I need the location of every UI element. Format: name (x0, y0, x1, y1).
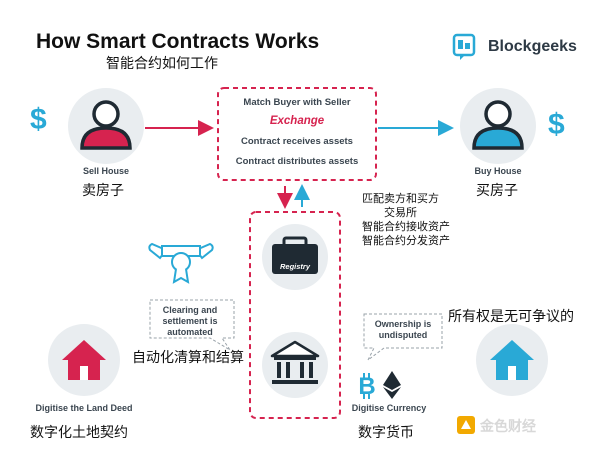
contract-notes-cn: 匹配卖方和买方 交易所 智能合约接收资产 智能合约分发资产 (362, 192, 450, 248)
contract-note-cn-3: 智能合约接收资产 (362, 220, 450, 233)
land-deed-label-cn: 数字化土地契约 (30, 425, 128, 441)
registry-label: Registry (279, 262, 310, 271)
ownership-bubble-text: Ownership is undisputed (364, 319, 442, 341)
clearing-bubble-text: Clearing and settlement is automated (148, 305, 232, 338)
seller-label-cn: 卖房子 (82, 183, 124, 199)
contract-note-cn-2: 交易所 (384, 206, 417, 219)
land-deed-label: Digitise the Land Deed (35, 403, 133, 413)
land-deed-house-icon (48, 324, 120, 396)
watermark-text: 金色财经 (480, 419, 536, 435)
clearing-speech-bubble (149, 299, 235, 351)
contract-box-frame (217, 87, 377, 181)
bank-building-icon (262, 332, 328, 398)
blockgeeks-logo-icon (452, 33, 476, 60)
contract-step-match: Match Buyer with Seller (243, 97, 351, 108)
contract-note-cn-4: 智能合约分发资产 (362, 234, 450, 247)
clearing-line-2: settlement is (162, 316, 218, 326)
watermark-logo-icon (457, 416, 475, 434)
seller-dollar-icon: $ (30, 103, 47, 136)
currency-label-cn: 数字货币 (358, 425, 414, 441)
registry-briefcase-icon (262, 224, 328, 290)
buyer-label: Buy House (474, 166, 522, 176)
ownership-house-icon (476, 324, 548, 396)
registry-column-frame (249, 211, 341, 419)
seller-avatar-icon (68, 88, 144, 164)
clearing-line-3: automated (167, 327, 213, 337)
page-subtitle: 智能合约如何工作 (106, 56, 218, 72)
contract-note-cn-1: 匹配卖方和买方 (362, 192, 439, 205)
clearing-label-cn: 自动化清算和结算 (132, 350, 244, 366)
buyer-label-cn: 买房子 (476, 183, 518, 199)
blockgeeks-logo (452, 33, 592, 63)
ownership-line-2: undisputed (378, 330, 428, 340)
clearing-line-1: Clearing and (162, 305, 218, 315)
brand-name: Blockgeeks (488, 38, 577, 55)
ownership-line-1: Ownership is (374, 319, 432, 329)
contract-step-distribute: Contract distributes assets (235, 156, 359, 167)
seller-label: Sell House (82, 166, 129, 176)
ethereum-icon (383, 371, 401, 399)
ownership-speech-bubble (363, 313, 443, 361)
page-title: How Smart Contracts Works (36, 30, 320, 53)
contract-step-exchange: Exchange (269, 115, 325, 127)
contract-box: Match Buyer with Seller Exchange Contrac… (218, 88, 376, 180)
bitcoin-icon: B (358, 373, 376, 400)
buyer-avatar-icon (460, 88, 536, 164)
svg-text:B: B (358, 373, 375, 400)
buyer-dollar-icon: $ (548, 108, 565, 141)
diploma-certificate-icon (148, 242, 214, 284)
contract-step-receive: Contract receives assets (241, 136, 353, 147)
currency-label: Digitise Currency (351, 403, 427, 413)
ownership-label-cn: 所有权是无可争议的 (448, 309, 574, 325)
